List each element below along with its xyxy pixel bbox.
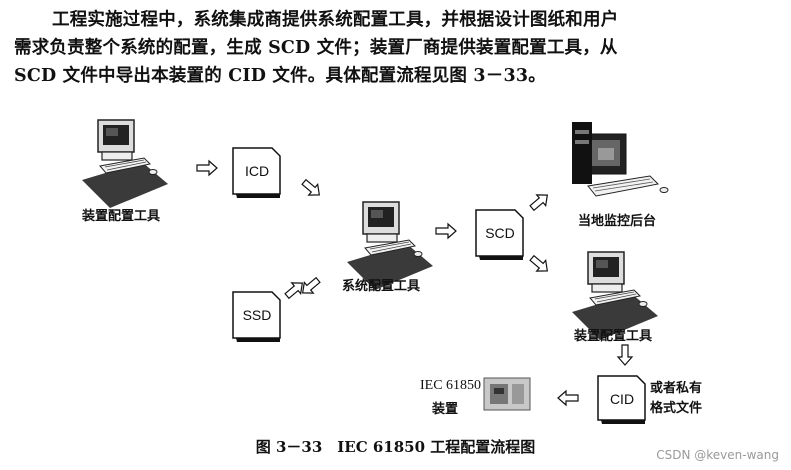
arrow-cid-to-device-icon	[557, 390, 579, 406]
ssd-file: SSD	[233, 292, 281, 340]
iec-device-icon	[483, 377, 531, 411]
scd-file-icon	[475, 209, 524, 257]
ssd-label: SSD	[242, 307, 272, 323]
icd-file: ICD	[233, 148, 281, 196]
cid-file-icon	[597, 375, 646, 421]
scd-file: SCD	[476, 210, 524, 258]
arrow-scd-to-monitor-icon	[526, 189, 553, 214]
device-config-tool-top-computer-icon	[81, 119, 169, 209]
figure-caption: 图 3－33 IEC 61850 工程配置流程图	[255, 438, 536, 456]
private-format-label-line2: 格式文件	[650, 401, 703, 416]
icd-label: ICD	[244, 163, 270, 179]
cid-label: CID	[609, 391, 635, 407]
watermark: CSDN @keven-wang	[656, 448, 779, 462]
arrow-device-tool-to-icd-icon	[196, 160, 218, 176]
intro-paragraph: 工程实施过程中，系统集成商提供系统配置工具，并根据设计图纸和用户 需求负责整个系…	[14, 6, 779, 90]
device-config-tool-bottom-label: 装置配置工具	[574, 329, 653, 344]
iec-device-label-line1: IEC 61850	[420, 378, 482, 393]
paragraph-line-3: SCD 文件中导出本装置的 CID 文件。具体配置流程见图 3－33。	[14, 66, 546, 86]
arrow-system-tool-to-scd-icon	[435, 223, 457, 239]
local-monitor-label: 当地监控后台	[578, 214, 657, 229]
iec-device-label-line2: 装置	[432, 402, 459, 417]
paragraph-line-1: 工程实施过程中，系统集成商提供系统配置工具，并根据设计图纸和用户	[52, 10, 619, 30]
arrow-device-tool-to-cid-icon	[617, 344, 633, 366]
icd-file-icon	[232, 147, 281, 195]
monitor-workstation-icon	[572, 122, 669, 197]
paragraph-line-2: 需求负责整个系统的配置，生成 SCD 文件；装置厂商提供装置配置工具，从	[14, 38, 618, 58]
arrow-ssd-system-tool-bidirectional-icon	[281, 274, 324, 302]
system-config-tool-label: 系统配置工具	[342, 279, 421, 294]
ssd-file-icon	[232, 291, 281, 339]
cid-file: CID	[598, 376, 646, 424]
device-config-tool-top-label: 装置配置工具	[82, 209, 161, 224]
arrow-icd-to-system-tool-icon	[298, 176, 325, 201]
private-format-label-line1: 或者私有	[650, 381, 703, 396]
scd-label: SCD	[485, 225, 515, 241]
arrow-scd-to-device-tool-icon	[526, 252, 553, 277]
